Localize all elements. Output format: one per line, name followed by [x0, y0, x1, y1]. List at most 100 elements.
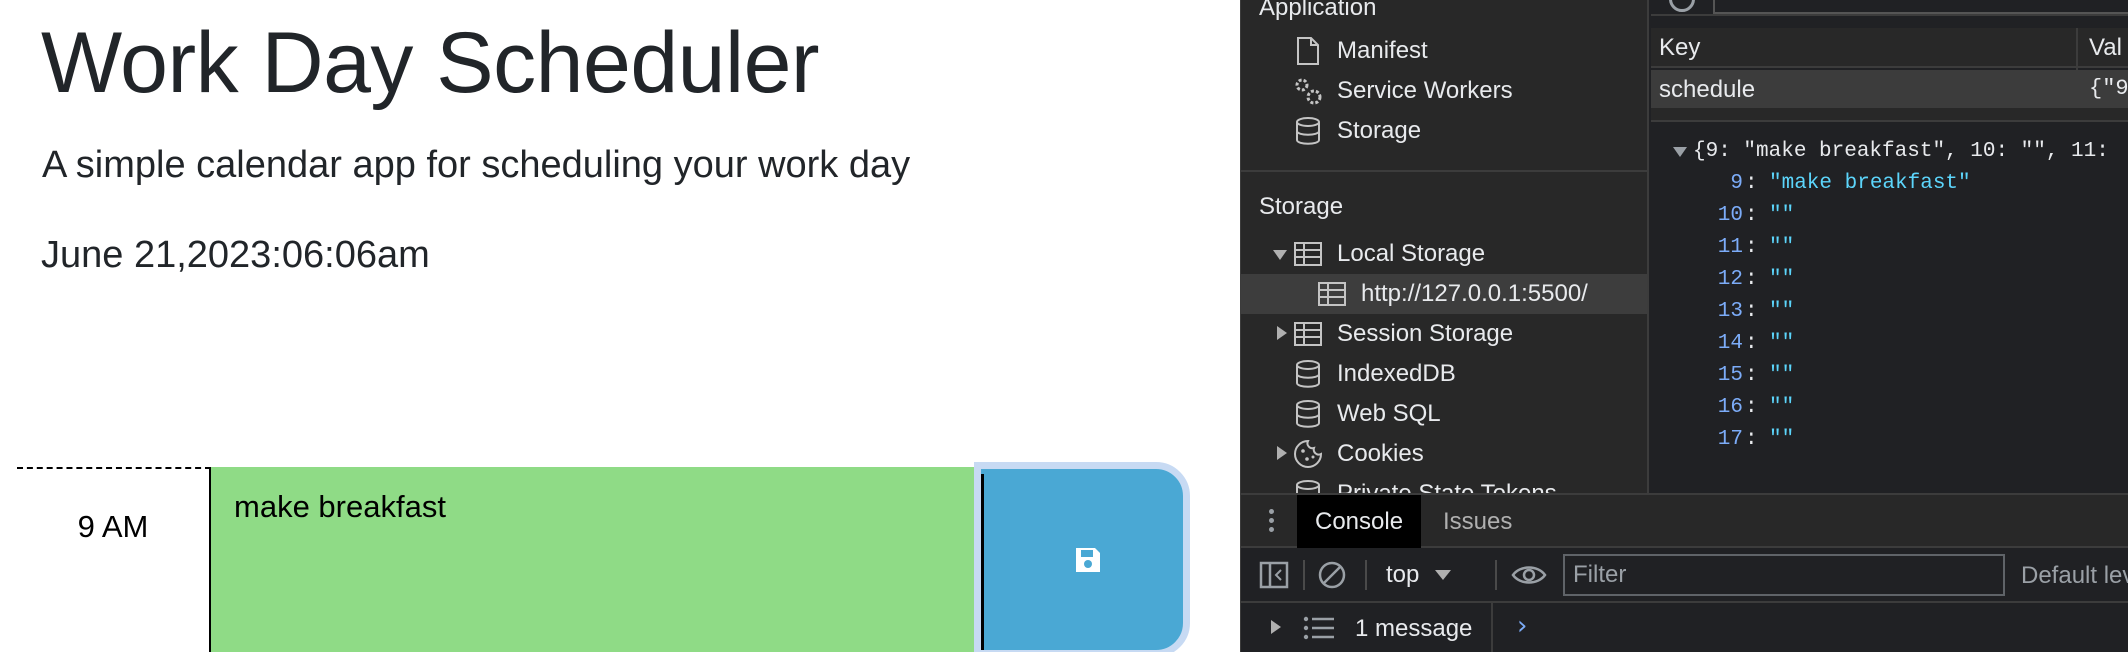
- sidebar-item-manifest[interactable]: Manifest: [1293, 31, 1428, 71]
- gears-icon: [1293, 76, 1323, 106]
- storage-filter-input[interactable]: Filter: [1713, 0, 2128, 14]
- expand-arrow-icon[interactable]: [1277, 446, 1287, 460]
- toolbar-separator: [1495, 560, 1497, 590]
- sidebar-divider: [1241, 170, 1647, 172]
- column-header-value[interactable]: Val: [2089, 34, 2122, 61]
- list-icon: [1303, 616, 1334, 640]
- json-colon: :: [1745, 396, 1758, 419]
- json-entry-key: 17: [1717, 428, 1743, 451]
- save-button[interactable]: [974, 462, 1190, 652]
- row-key: schedule: [1659, 76, 1756, 103]
- database-icon: [1293, 359, 1323, 389]
- eye-icon[interactable]: [1511, 560, 1547, 590]
- sidebar-item-indexeddb[interactable]: IndexedDB: [1293, 354, 1456, 394]
- application-sidebar: Application Manifest Service Workers Sto…: [1241, 0, 1649, 493]
- console-filter-input[interactable]: [1563, 554, 2005, 596]
- json-entry-key: 16: [1717, 396, 1743, 419]
- json-entry-key: 10: [1717, 204, 1743, 227]
- context-selector[interactable]: top: [1386, 556, 1452, 594]
- table-icon: [1293, 319, 1323, 349]
- json-entry-value: "": [1769, 236, 1795, 259]
- sidebar-item-label: Service Workers: [1337, 77, 1513, 104]
- sidebar-item-cookies[interactable]: Cookies: [1293, 434, 1424, 474]
- clear-console-icon[interactable]: [1317, 560, 1347, 590]
- database-icon: [1293, 116, 1323, 146]
- toolbar-separator: [1303, 560, 1305, 590]
- sidebar-item-session-storage[interactable]: Session Storage: [1293, 314, 1513, 354]
- json-entry-key: 15: [1717, 364, 1743, 387]
- devtools-panel: Application Manifest Service Workers Sto…: [1240, 0, 2128, 652]
- collapse-arrow-icon[interactable]: [1673, 147, 1687, 157]
- json-colon: :: [1745, 428, 1758, 451]
- sidebar-item-service-workers[interactable]: Service Workers: [1293, 71, 1513, 111]
- chevron-down-icon: [1435, 570, 1452, 580]
- database-icon: [1293, 399, 1323, 429]
- tab-console[interactable]: Console: [1297, 495, 1422, 548]
- json-summary: {9: "make breakfast", 10: "", 11:: [1693, 140, 2109, 163]
- storage-table-header: Key Val: [1651, 28, 2128, 68]
- application-heading: Application: [1259, 0, 1377, 21]
- sidebar-item-label: Manifest: [1337, 37, 1428, 64]
- sidebar-item-label: Web SQL: [1337, 400, 1441, 427]
- toolbar-separator: [1365, 560, 1367, 590]
- json-colon: :: [1745, 236, 1758, 259]
- more-options-icon[interactable]: [1269, 509, 1275, 535]
- json-entry-value: "": [1769, 268, 1795, 291]
- console-toolbar: top Default lev: [1241, 548, 2128, 603]
- json-entry-value: "": [1769, 300, 1795, 323]
- drawer-tabbar: Console Issues: [1241, 493, 2128, 548]
- json-colon: :: [1745, 300, 1758, 323]
- json-entry-key: 14: [1717, 332, 1743, 355]
- json-colon: :: [1745, 332, 1758, 355]
- cookie-icon: [1293, 439, 1323, 469]
- message-count[interactable]: 1 message: [1355, 615, 1473, 642]
- sidebar-toggle-icon[interactable]: [1259, 560, 1289, 590]
- hour-label: 9 AM: [77, 509, 149, 544]
- console-prompt[interactable]: ›: [1517, 611, 1528, 641]
- tab-issues[interactable]: Issues: [1443, 507, 1513, 535]
- sidebar-item-label: Cookies: [1337, 440, 1424, 467]
- json-entry-key: 13: [1717, 300, 1743, 323]
- sidebar-item-label: Storage: [1337, 117, 1422, 144]
- column-divider[interactable]: [2076, 28, 2078, 108]
- refresh-icon[interactable]: [1669, 0, 1695, 12]
- table-empty-row: [1651, 108, 2128, 122]
- current-date: June 21,2023:06:06am: [41, 234, 430, 276]
- sidebar-item-localhost-origin[interactable]: http://127.0.0.1:5500/: [1241, 274, 1647, 314]
- json-colon: :: [1745, 172, 1758, 195]
- json-entry-value: "": [1769, 428, 1795, 451]
- sidebar-item-storage[interactable]: Storage: [1293, 111, 1421, 151]
- hour-cell: 9 AM: [17, 467, 211, 652]
- table-row[interactable]: schedule {"9: [1651, 70, 2128, 108]
- storage-toolbar: Filter: [1651, 0, 2128, 16]
- context-label: top: [1386, 561, 1420, 588]
- json-entry-value: "": [1769, 364, 1795, 387]
- scheduler-app: Work Day Scheduler A simple calendar app…: [17, 15, 1190, 652]
- sidebar-item-label: http://127.0.0.1:5500/: [1361, 280, 1588, 307]
- storage-view: Filter Key Val schedule {"9 {9: "make br…: [1651, 0, 2128, 493]
- json-colon: :: [1745, 268, 1758, 291]
- json-entry-value: "": [1769, 204, 1795, 227]
- json-entry-key: 9: [1730, 172, 1743, 195]
- json-entry-key: 11: [1717, 236, 1743, 259]
- page-title: Work Day Scheduler: [41, 15, 820, 111]
- floppy-disk-icon: [1076, 548, 1100, 572]
- expand-arrow-icon[interactable]: [1271, 620, 1281, 634]
- json-entry-value: "": [1769, 396, 1795, 419]
- sidebar-item-local-storage[interactable]: Local Storage: [1293, 234, 1485, 274]
- sidebar-item-private-state-tokens[interactable]: Private State Tokens: [1293, 474, 1557, 493]
- sidebar-item-label: IndexedDB: [1337, 360, 1456, 387]
- sidebar-item-label: Private State Tokens: [1337, 480, 1557, 493]
- json-entry-key: 12: [1717, 268, 1743, 291]
- event-description-input[interactable]: [211, 467, 982, 652]
- sidebar-item-web-sql[interactable]: Web SQL: [1293, 394, 1441, 434]
- page-subtitle: A simple calendar app for scheduling you…: [42, 144, 911, 186]
- log-levels-dropdown[interactable]: Default lev: [2021, 562, 2128, 589]
- column-header-key[interactable]: Key: [1659, 34, 1701, 61]
- expand-arrow-icon[interactable]: [1273, 250, 1287, 260]
- table-icon: [1293, 239, 1323, 269]
- sidebar-item-label: Session Storage: [1337, 320, 1514, 347]
- expand-arrow-icon[interactable]: [1277, 326, 1287, 340]
- json-colon: :: [1745, 204, 1758, 227]
- file-icon: [1293, 36, 1323, 66]
